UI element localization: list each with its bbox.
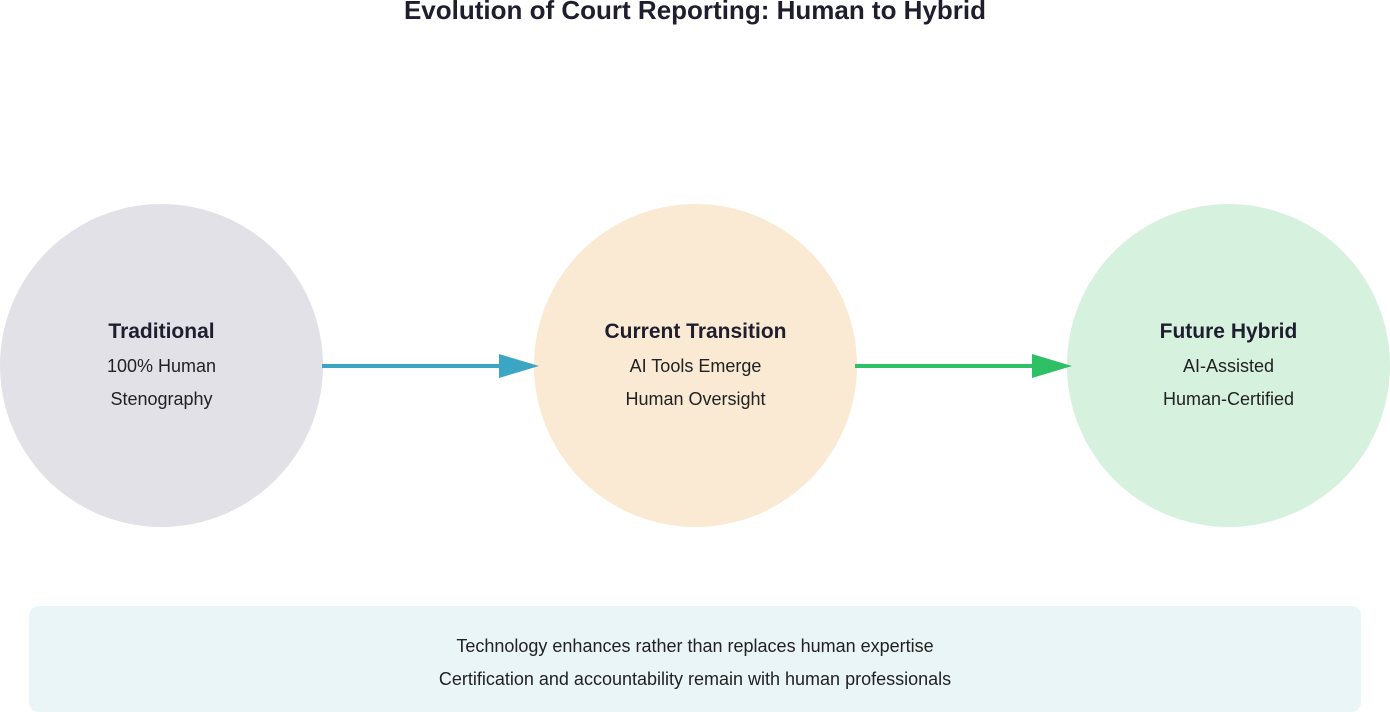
arrow-head-icon	[1032, 354, 1072, 378]
stage-traditional: Traditional 100% Human Stenography	[0, 204, 323, 527]
stage-detail-line: AI Tools Emerge	[629, 356, 762, 376]
stage-detail-line: AI-Assisted	[1182, 356, 1275, 376]
stage-current-transition: Current Transition AI Tools Emerge Human…	[534, 204, 857, 527]
summary-note-line: Certification and accountability remain …	[438, 669, 952, 689]
summary-note-line: Technology enhances rather than replaces…	[456, 636, 934, 656]
arrow-head-icon	[499, 354, 539, 378]
stage-detail-line: Human Oversight	[625, 389, 766, 409]
stage-future-hybrid: Future Hybrid AI-Assisted Human-Certifie…	[1067, 204, 1390, 527]
stage-detail-line: Human-Certified	[1162, 389, 1295, 409]
diagram-title: Evolution of Court Reporting: Human to H…	[403, 0, 987, 25]
summary-note-box: Technology enhances rather than replaces…	[29, 606, 1361, 712]
stage-detail-line: Stenography	[110, 389, 213, 409]
stage-detail-line: 100% Human	[106, 356, 217, 376]
stage-heading: Future Hybrid	[1159, 320, 1298, 343]
stage-heading: Current Transition	[604, 320, 787, 343]
stage-heading: Traditional	[108, 320, 215, 343]
